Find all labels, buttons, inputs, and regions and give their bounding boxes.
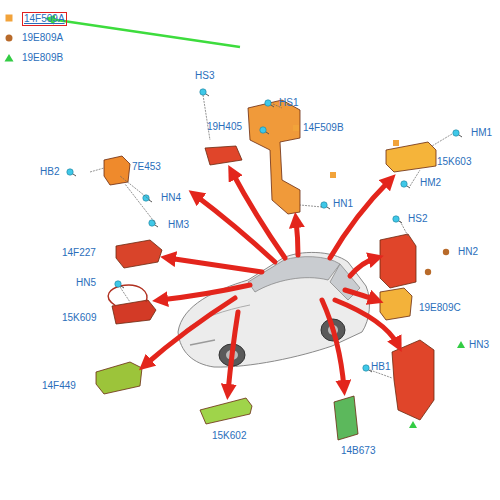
clip-marker [330,172,336,178]
location-arrow [296,220,298,255]
part-shape [334,396,358,440]
location-arrow [322,300,344,388]
part-label: 19E809C [419,302,461,314]
part-shape [380,234,416,288]
leader-line [432,134,452,146]
part-label: 19H405 [207,121,242,133]
part-shape [248,100,300,214]
part-label: HS2 [408,213,427,225]
part-label: HM3 [168,219,189,231]
clip-marker [393,140,399,146]
legend-swatch [6,15,13,22]
part-label: HM1 [471,127,492,139]
part-label: 7E453 [132,161,161,173]
legend-text: 14F509A [22,12,67,26]
location-arrow [168,258,262,272]
part-shape [386,142,436,172]
fastener-symbol [200,89,206,95]
nut-marker [425,269,431,275]
part-label: 14B673 [341,445,375,457]
part-label: 15K603 [437,156,471,168]
bolt-marker [457,341,465,348]
fastener-symbol [149,220,155,226]
leader-line [400,221,408,236]
part-label: HB2 [40,166,59,178]
location-arrow [228,312,238,392]
wire-harness [108,285,147,306]
bolt-marker [409,421,417,428]
pointer-arrow [50,19,240,47]
leader-line [203,95,210,140]
part-shape [200,398,252,424]
part-label: HN4 [161,192,181,204]
fastener-symbol [260,127,266,133]
fastener-symbol [67,169,73,175]
part-label: HB1 [371,361,390,373]
legend-swatch [5,54,14,62]
part-label: HN3 [469,339,489,351]
fastener-symbol [363,365,369,371]
part-label: 14F227 [62,247,96,259]
part-label: 14F509B [303,122,344,134]
leader-line [410,170,420,186]
leader-line [125,184,156,224]
legend-text: 19E809A [22,32,63,44]
part-shape [116,240,162,268]
legend-swatch [6,35,13,42]
part-label: 15K602 [212,430,246,442]
fastener-symbol [401,181,407,187]
part-shape [96,362,142,394]
part-label: HM2 [420,177,441,189]
legend-text: 19E809B [22,52,63,64]
part-label: HN5 [76,277,96,289]
nut-marker [443,249,449,255]
leader-line [300,205,322,207]
fastener-symbol [453,130,459,136]
leader-line [120,287,130,302]
location-arrow [335,300,398,345]
location-arrow [350,258,376,276]
part-shape [392,340,434,420]
clip-marker [293,125,299,131]
part-label: HN1 [333,198,353,210]
part-shape [112,300,156,324]
legend [5,15,14,62]
part-label: 15K609 [62,312,96,324]
car-grille [190,340,215,345]
location-arrow [195,195,275,262]
part-label: 14F449 [42,380,76,392]
part-shape [205,146,242,165]
location-arrow [330,180,390,258]
fastener-symbol [143,195,149,201]
leader-line [90,168,104,172]
part-label: HN2 [458,246,478,258]
part-label: HS1 [279,97,298,109]
location-arrow [345,290,376,300]
part-shape [380,288,412,320]
fastener-symbol [393,216,399,222]
location-arrow [145,298,235,365]
part-label: HS3 [195,70,214,82]
fastener-symbol [115,281,121,287]
fastener-symbol [265,100,271,106]
